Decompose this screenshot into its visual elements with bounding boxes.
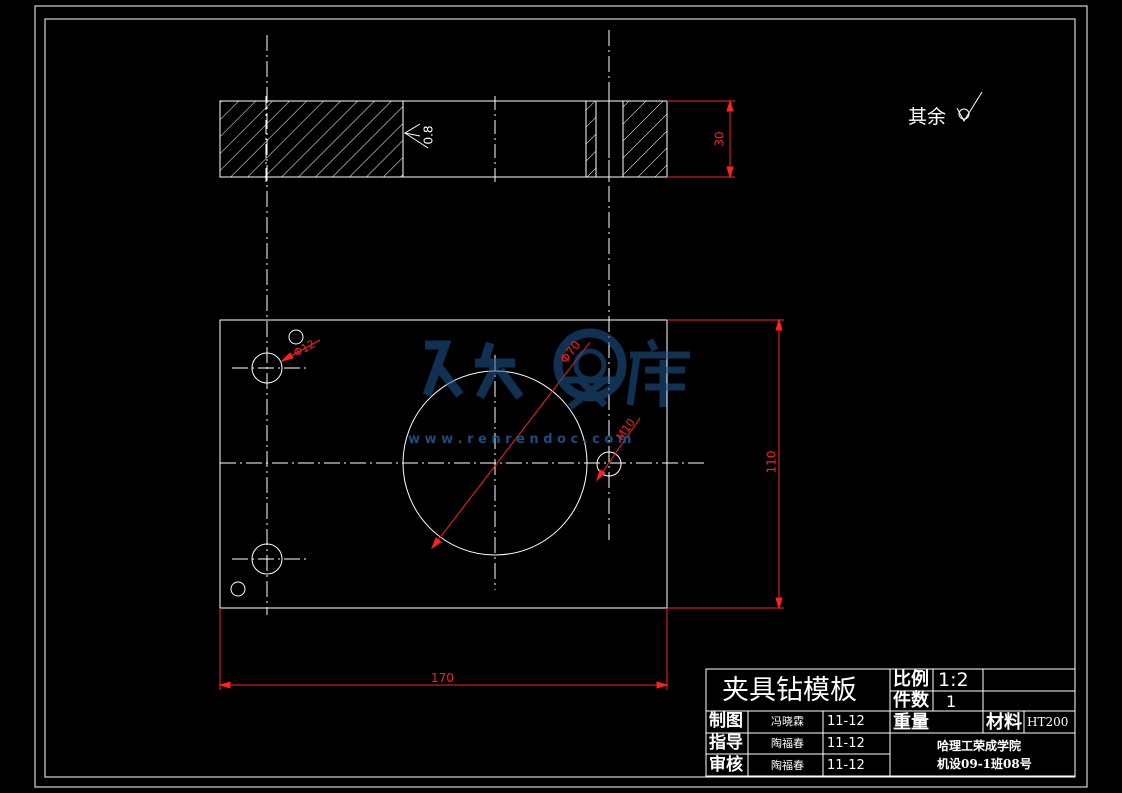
scale-value: 1:2 (938, 669, 969, 691)
row-date-1: 11-12 (827, 736, 865, 751)
dimension-lines (218, 99, 784, 690)
class-info: 机设09-1班08号 (937, 757, 1032, 771)
school-name: 哈理工荣成学院 (937, 739, 1022, 753)
part-name: 夹具钻模板 (722, 675, 857, 706)
material-value: HT200 (1027, 715, 1069, 729)
watermark-logo-icon (422, 328, 690, 410)
row-date-2: 11-12 (827, 758, 865, 773)
row-role-2: 审核 (709, 755, 743, 775)
roughness-value: 0.8 (421, 125, 436, 145)
roughness-symbol-icon (956, 91, 983, 122)
title-block (705, 668, 1076, 777)
row-name-0: 冯晓霖 (771, 715, 804, 728)
weight-label: 重量 (893, 712, 929, 733)
dim-width: 170 (431, 671, 454, 685)
section-view (219, 96, 668, 182)
row-role-0: 制图 (709, 711, 743, 731)
inner-border (44, 18, 1076, 778)
qty-label: 件数 (893, 690, 929, 711)
row-date-0: 11-12 (827, 714, 865, 729)
qty-value: 1 (946, 692, 957, 711)
watermark-url: w w w . r e n r e n d o c . c o m (408, 432, 632, 447)
center-lines (220, 30, 706, 615)
scale-label: 比例 (893, 669, 929, 690)
row-role-1: 指导 (709, 733, 743, 753)
dim-height: 110 (764, 450, 779, 474)
outer-border (34, 5, 1088, 788)
material-label: 材料 (986, 712, 1022, 733)
row-name-2: 陶福春 (771, 759, 804, 772)
roughness-note: 其余 (908, 106, 947, 128)
row-name-1: 陶福春 (771, 737, 804, 750)
dim-thickness: 30 (712, 131, 727, 147)
